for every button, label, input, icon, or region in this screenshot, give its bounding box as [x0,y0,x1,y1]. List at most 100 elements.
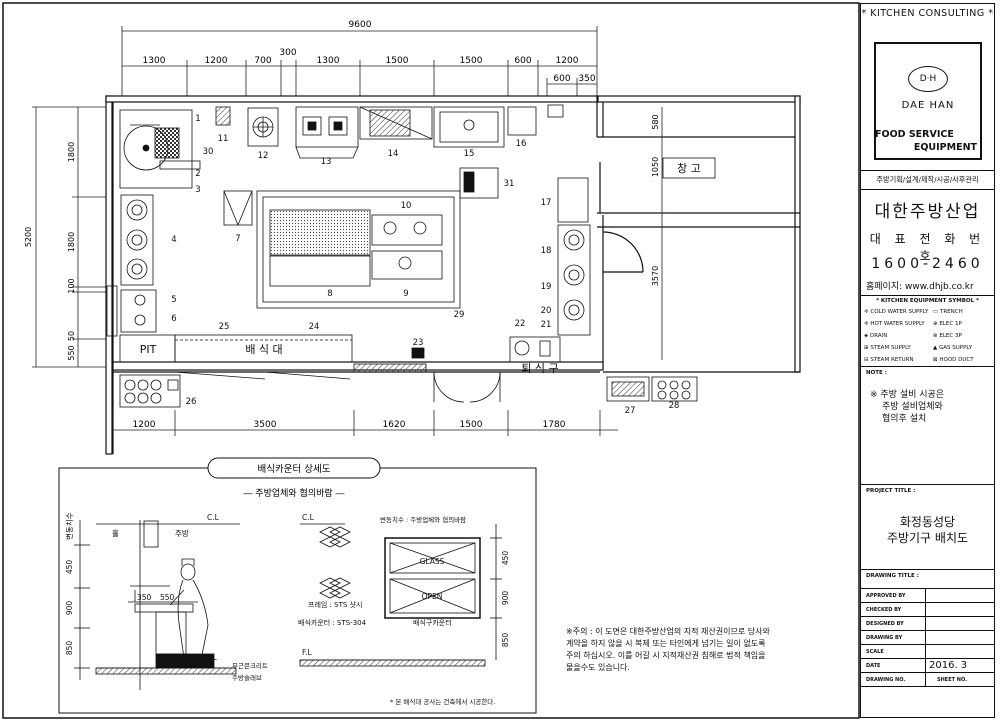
equipment-number: 26 [186,397,197,407]
return-window-label: 퇴 식 구 [521,362,558,375]
symbol-cold-water: ✛ COLD WATER SUPPLY [864,309,929,315]
drawing-number-row: DRAWING NO.SHEET NO. [861,672,994,687]
counter-detail-section: 배식카운터 상세도 ― 주방업체와 협의바람 ― [58,457,537,714]
dim-left-5: 550 [67,345,76,360]
equipment-number: 21 [541,320,552,330]
symbol-elec-1p: ⊕ ELEC 1P [933,321,962,327]
dim-bottom-1: 1200 [133,420,156,430]
equipment-number: 8 [327,289,332,299]
frame-note: 프레임 : STS 샷시 [308,600,362,609]
logo-initials: D·H [908,66,948,92]
cl-right-label: C.L [302,513,315,522]
equipment-number: 2 [195,169,200,179]
detail-dim-top-2: 550 [160,593,175,602]
central-work-island [256,190,461,309]
detail-footnote: * 본 배식대 공사는 건축에서 시공한다. [390,697,495,706]
dim-top-6: 1500 [386,56,409,66]
detail-subtitle: ― 주방업체와 협의바람 ― [243,487,344,499]
dim-bottom-5: 1780 [543,420,566,430]
project-title-line: 화정동성당 [899,515,956,529]
caution-line: 주의 하십시오. 이를 어길 시 지적재산권 침해로 법적 책임을 [566,650,766,660]
detail-dim-left-3: 850 [65,641,74,656]
phone-number: 1600-2460 [871,256,984,272]
title-block: * KITCHEN CONSULTING * D·H DAE HAN FOOD … [860,3,995,718]
sheet-border [2,2,860,719]
dim-right-2: 1050 [651,157,660,177]
caution-line: 계약을 하지 않을 시 복제 또는 타인에게 넘기는 일이 없도록 [566,638,766,648]
top-dimensions [121,26,598,100]
symbol-steam-supply: ⊞ STEAM SUPPLY [864,345,911,351]
caution-line: 물을수도 있습니다. [566,662,630,672]
fse-line-1: FOOD SERVICE [875,129,954,140]
variable-dim-note: 변동치수 : 주방업체와 협의바람 [380,515,466,524]
variable-dim-label: 변동치수 [65,512,74,540]
dim-top-4: 300 [279,48,296,58]
equipment-number: 17 [541,198,552,208]
equipment-number: 15 [464,149,475,159]
cl-left-label: C.L [207,513,220,522]
caution-note: ※주의 : 이 도면은 대한주방산업의 지적 재산권이므로 당사와 계약을 하지… [566,626,770,672]
dim-top-2: 1200 [205,56,228,66]
project-title-line: 주방기구 배치도 [886,531,969,545]
dim-total-width: 9600 [349,20,372,30]
equipment-number: 30 [203,147,214,157]
equipment-number: 6 [171,314,176,324]
checked-by-row: CHECKED BY [861,602,994,617]
dim-left-1: 1800 [67,142,76,162]
hall-label: 홀 [112,528,119,538]
detail-dim-left-2: 900 [65,601,74,616]
fse-line-2: EQUIPMENT [913,142,977,153]
detail-title: 배식카운터 상세도 [258,464,331,475]
dim-bottom-4: 1500 [460,420,483,430]
serving-counter-label: 배 식 대 [245,343,282,356]
equipment-number: 28 [669,401,680,411]
right-dimension-labels: 580 1050 3570 [651,114,660,286]
storage-room-label: 창 고 [677,162,701,175]
equipment-number: 22 [515,319,526,329]
company-logo: D·H DAE HAN [874,42,982,160]
dim-right-3: 3570 [651,266,660,286]
symbol-drain: ◈ DRAIN [864,333,888,339]
drawing-title-label: DRAWING TITLE : [866,573,919,579]
equipment-number: 7 [235,234,240,244]
dim-top-5: 1300 [317,56,340,66]
project-title: 화정동성당 주방기구 배치도 [861,514,994,546]
pit-label: PIT [140,343,157,356]
note-text: ※ 주방 설비 시공은 주방 설비업체와 협의후 설치 [870,389,992,425]
counter-material-note: 배식카운터 : STS-304 [298,618,367,627]
equipment-number: 5 [171,295,176,305]
designed-by-row: DESIGNED BY [861,616,994,631]
equipment-number: 19 [541,282,552,292]
equipment-layout [106,104,698,408]
fl-right-label: F.L [302,648,312,657]
kitchen-consulting-label: * KITCHEN CONSULTING * [861,8,994,19]
approved-by-row: APPROVED BY [861,588,994,603]
equipment-numbers: 1 2 3 4 5 6 7 8 9 10 11 12 13 14 15 16 1… [171,114,679,416]
concrete-label: 무근콘크리트 [232,661,268,670]
open-label: OPEN [422,592,443,601]
equipment-number: 20 [541,306,552,316]
dim-bottom-2: 3500 [254,420,277,430]
slab-label: 주방슬래브 [232,673,262,682]
room-labels: PIT 배 식 대 퇴 식 구 창 고 [140,157,716,375]
dim-top-8: 600 [514,56,531,66]
equipment-number: 24 [309,322,320,332]
note-line: 주방 설비업체와 [882,402,943,412]
dim-right-1: 580 [651,114,660,129]
equipment-number: 12 [258,151,269,161]
symbol-hot-water: ✛ HOT WATER SUPPLY [864,321,925,327]
drawing-date: 2016. 3 [929,660,968,671]
detail-dim-right-1: 450 [501,551,510,566]
equipment-number: 18 [541,246,552,256]
equipment-number: 31 [504,179,515,189]
dim-left-4: 50 [67,331,76,341]
symbol-steam-return: ⊟ STEAM RETURN [864,357,914,363]
company-name: 대한주방산업 [874,202,981,222]
fl-left-label: F.L [207,653,217,662]
equipment-number: 13 [321,157,332,167]
food-service-label: FOOD SERVICE EQUIPMENT [875,128,981,154]
caution-line: ※주의 : 이 도면은 대한주방산업의 지적 재산권이므로 당사와 [566,626,770,636]
equipment-number: 3 [195,185,200,195]
